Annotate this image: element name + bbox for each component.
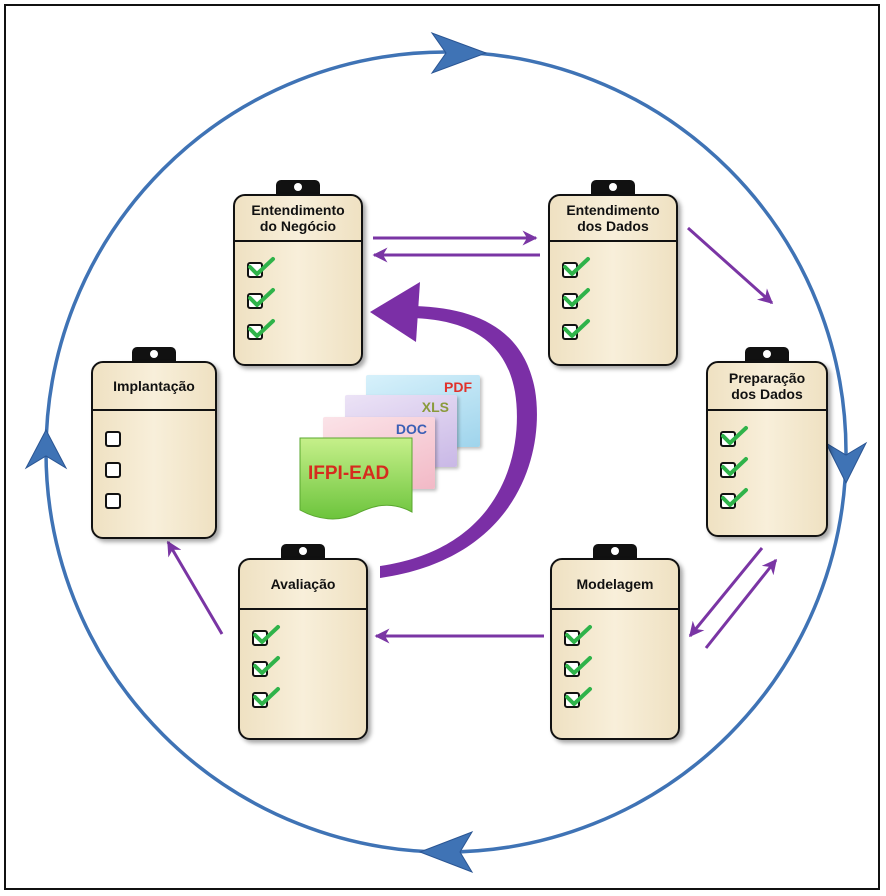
checked-box-icon — [562, 256, 596, 287]
step-title-line-2: dos Dados — [731, 386, 803, 402]
checked-box-icon — [252, 624, 286, 655]
checklist — [720, 425, 754, 518]
clipboard-clip-icon — [281, 544, 325, 562]
unchecked-box-icon — [105, 456, 139, 487]
arrow-preparacao-to-modelagem — [688, 547, 764, 638]
unchecked-box-icon — [105, 487, 139, 518]
step-title-line-2: do Negócio — [259, 218, 337, 234]
arrow-dados-to-preparacao — [687, 226, 774, 305]
step-title: Implantação — [93, 363, 215, 411]
clipboard-board: Avaliação — [238, 558, 368, 740]
checked-box-icon — [562, 318, 596, 349]
pdf-label: PDF — [444, 379, 472, 395]
arrow-avaliacao-to-negocio-head — [370, 282, 420, 342]
checked-box-icon — [247, 318, 281, 349]
checklist — [562, 256, 596, 349]
step-entendimento-dados: Entendimento dos Dados — [548, 180, 678, 366]
step-title-line-1: Entendimento — [251, 202, 345, 218]
cycle-arrow-top-icon — [430, 31, 488, 75]
clipboard-board: Entendimento dos Dados — [548, 194, 678, 366]
checklist — [105, 425, 139, 518]
cycle-arrow-left-icon — [24, 428, 68, 470]
checked-box-icon — [252, 655, 286, 686]
clipboard-board: Entendimento do Negócio — [233, 194, 363, 366]
checked-box-icon — [720, 487, 754, 518]
step-title: Modelagem — [552, 560, 678, 610]
arrow-avaliacao-to-implantacao — [166, 540, 224, 635]
checked-box-icon — [720, 456, 754, 487]
step-title-text: Modelagem — [576, 576, 654, 592]
checked-box-icon — [247, 287, 281, 318]
step-avaliacao: Avaliação — [238, 544, 368, 740]
checked-box-icon — [252, 686, 286, 717]
step-title: Avaliação — [240, 560, 366, 610]
checked-box-icon — [720, 425, 754, 456]
diagram-frame — [4, 4, 880, 890]
source-document-label: IFPI-EAD — [308, 463, 390, 484]
clipboard-clip-icon — [591, 180, 635, 198]
step-entendimento-negocio: Entendimento do Negócio — [233, 180, 363, 366]
checked-box-icon — [562, 287, 596, 318]
step-title-line-1: Preparação — [728, 370, 806, 386]
step-title-text: Avaliação — [270, 576, 336, 592]
doc-label: DOC — [395, 421, 427, 437]
checklist — [252, 624, 286, 717]
clipboard-board: Modelagem — [550, 558, 680, 740]
step-title-line-2: dos Dados — [577, 218, 649, 234]
step-modelagem: Modelagem — [550, 544, 680, 740]
checklist — [247, 256, 281, 349]
cycle-arrow-bottom-icon — [418, 831, 474, 873]
unchecked-box-icon — [105, 425, 139, 456]
step-title-text: Implantação — [113, 378, 195, 394]
clipboard-board: Preparação dos Dados — [706, 361, 828, 537]
clipboard-clip-icon — [276, 180, 320, 198]
step-title: Entendimento dos Dados — [550, 196, 676, 242]
clipboard-clip-icon — [132, 347, 176, 365]
step-title: Preparação dos Dados — [708, 363, 826, 411]
checked-box-icon — [564, 655, 598, 686]
step-preparacao-dados: Preparação dos Dados — [706, 347, 828, 537]
checked-box-icon — [564, 686, 598, 717]
clipboard-board: Implantação — [91, 361, 217, 539]
step-title: Entendimento do Negócio — [235, 196, 361, 242]
cycle-arrow-right-icon — [824, 441, 868, 485]
step-implantacao: Implantação — [91, 347, 217, 539]
arrow-modelagem-to-preparacao — [704, 558, 778, 649]
checked-box-icon — [564, 624, 598, 655]
checklist — [564, 624, 598, 717]
checked-box-icon — [247, 256, 281, 287]
xls-label: XLS — [421, 399, 449, 415]
clipboard-clip-icon — [745, 347, 789, 365]
step-title-line-1: Entendimento — [566, 202, 660, 218]
arrow-avaliacao-to-negocio — [380, 306, 537, 578]
clipboard-clip-icon — [593, 544, 637, 562]
